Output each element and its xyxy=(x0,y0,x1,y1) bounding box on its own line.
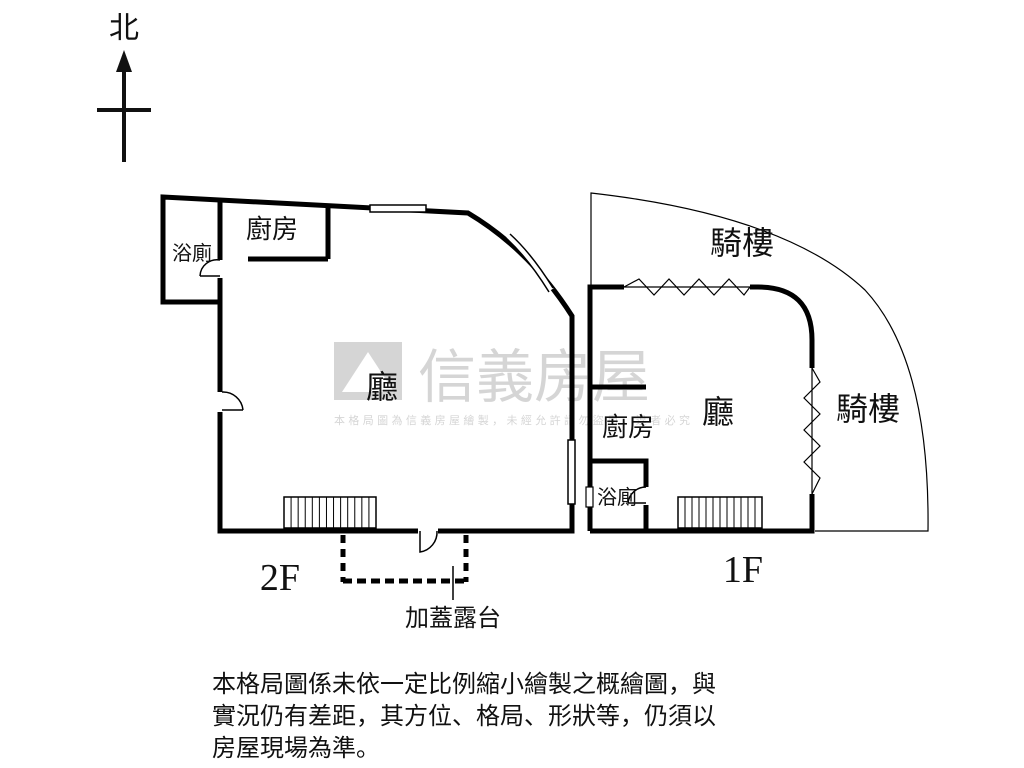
north-arrow-icon xyxy=(97,50,151,162)
floor-1f-window-left xyxy=(585,486,594,508)
watermark-fine-print: 本格局圖為信義房屋繪製，未經允許請勿盜用，違者必究 xyxy=(334,413,690,427)
floor-2f-stairs xyxy=(283,496,377,529)
north-label: 北 xyxy=(109,11,139,46)
floor-2f-window-top xyxy=(369,204,427,213)
floor-1f-bathroom-door xyxy=(627,486,647,504)
room-label-1f-bathroom: 浴廁 xyxy=(597,485,637,509)
room-label-1f-arcade-right: 騎樓 xyxy=(836,390,900,428)
floor-1f-outer-wall xyxy=(587,284,815,534)
disclaimer-line: 本格局圖係未依一定比例縮小繪製之概繪圖，與 xyxy=(212,670,716,698)
room-label-1f-hall: 廳 xyxy=(702,393,734,431)
floor-1f-arcade-outline xyxy=(590,192,929,532)
floor-2f-window-curve xyxy=(505,233,554,292)
room-label-2f-hall: 廳 xyxy=(366,368,398,406)
floor-1f-plan xyxy=(585,192,929,534)
watermark-brand: 信義房屋 xyxy=(418,343,650,411)
floor-1f-folding-door-top xyxy=(623,278,751,296)
floor-2f-left-door xyxy=(221,391,244,411)
room-label-2f-bathroom: 浴廁 xyxy=(172,241,212,265)
floor-label-1f: 1F xyxy=(723,549,763,591)
floor-label-2f: 2F xyxy=(260,557,300,599)
floor-2f-plan xyxy=(160,194,576,600)
room-label-1f-arcade-top: 騎樓 xyxy=(710,224,774,262)
disclaimer-line: 實況仍有差距，其方位、格局、形狀等，仍須以 xyxy=(212,702,716,730)
disclaimer-line: 房屋現場為準。 xyxy=(212,734,380,762)
floor-1f-folding-door-right xyxy=(803,367,821,495)
room-label-2f-kitchen: 廚房 xyxy=(246,215,298,245)
brand-logo-icon xyxy=(334,342,402,400)
floor-2f-bathroom-door xyxy=(199,258,221,277)
floor-2f-window-right xyxy=(567,439,576,505)
floor-1f-stairs xyxy=(677,496,763,529)
watermark: 信義房屋 本格局圖為信義房屋繪製，未經允許請勿盜用，違者必究 xyxy=(334,342,690,427)
floor-2f-bottom-door xyxy=(419,530,438,553)
floor-2f-terrace-outline xyxy=(340,535,469,584)
terrace-label: 加蓋露台 xyxy=(405,604,501,632)
disclaimer-note: 本格局圖係未依一定比例縮小繪製之概繪圖，與 實況仍有差距，其方位、格局、形狀等，… xyxy=(212,668,812,764)
room-label-1f-kitchen: 廚房 xyxy=(602,413,654,443)
